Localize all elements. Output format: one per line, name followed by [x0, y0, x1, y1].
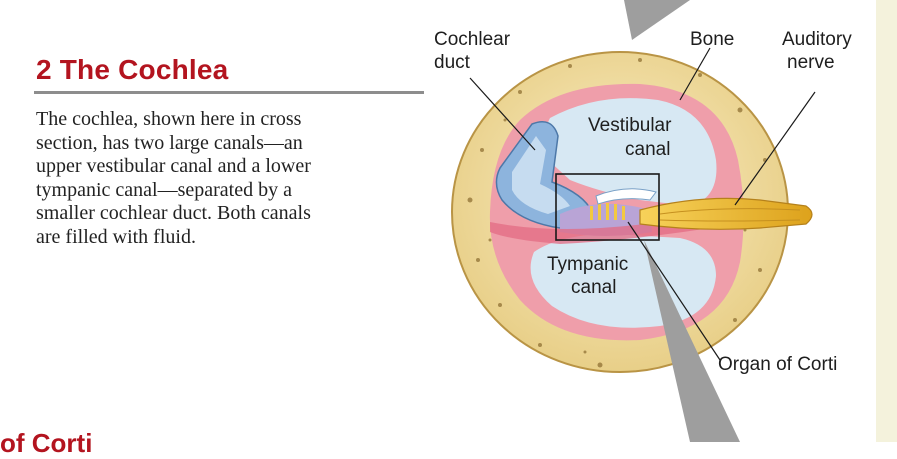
label-vestibular-line1: Vestibular [588, 115, 672, 136]
auditory-nerve [639, 197, 813, 230]
organ-of-corti-leader [627, 221, 721, 361]
label-organ-of-corti: Organ of Corti [718, 354, 837, 375]
auditory-nerve-leader [734, 91, 816, 206]
cochlear-duct-leader [469, 77, 536, 151]
label-auditory-line2: nerve [787, 52, 835, 73]
label-auditory-line1: Auditory [782, 29, 852, 50]
bone-leader [679, 47, 711, 101]
title-divider [34, 91, 424, 94]
label-tympanic-line1: Tympanic [547, 254, 628, 275]
top-pointer-arrow [624, 0, 690, 40]
section-body-text: The cochlea, shown here in cross section… [36, 108, 311, 248]
side-margin-strip [876, 0, 897, 442]
label-bone: Bone [690, 29, 734, 50]
hair-cells [590, 203, 625, 220]
label-vestibular-line2: canal [625, 139, 670, 160]
label-tympanic-line2: canal [571, 277, 616, 298]
label-cochlear-duct-line1: Cochlear [434, 29, 511, 50]
inset-box [555, 173, 660, 241]
section-title: 2 The Cochlea [36, 54, 229, 85]
vestibular-canal [544, 98, 717, 206]
bottom-pointer-arrow [644, 240, 740, 442]
tectorial-membrane [595, 188, 657, 205]
label-cochlear-duct-line2: duct [434, 52, 471, 73]
cochlea-diagram: Cochlear duct Bone Auditory nerve Vestib… [434, 0, 852, 442]
